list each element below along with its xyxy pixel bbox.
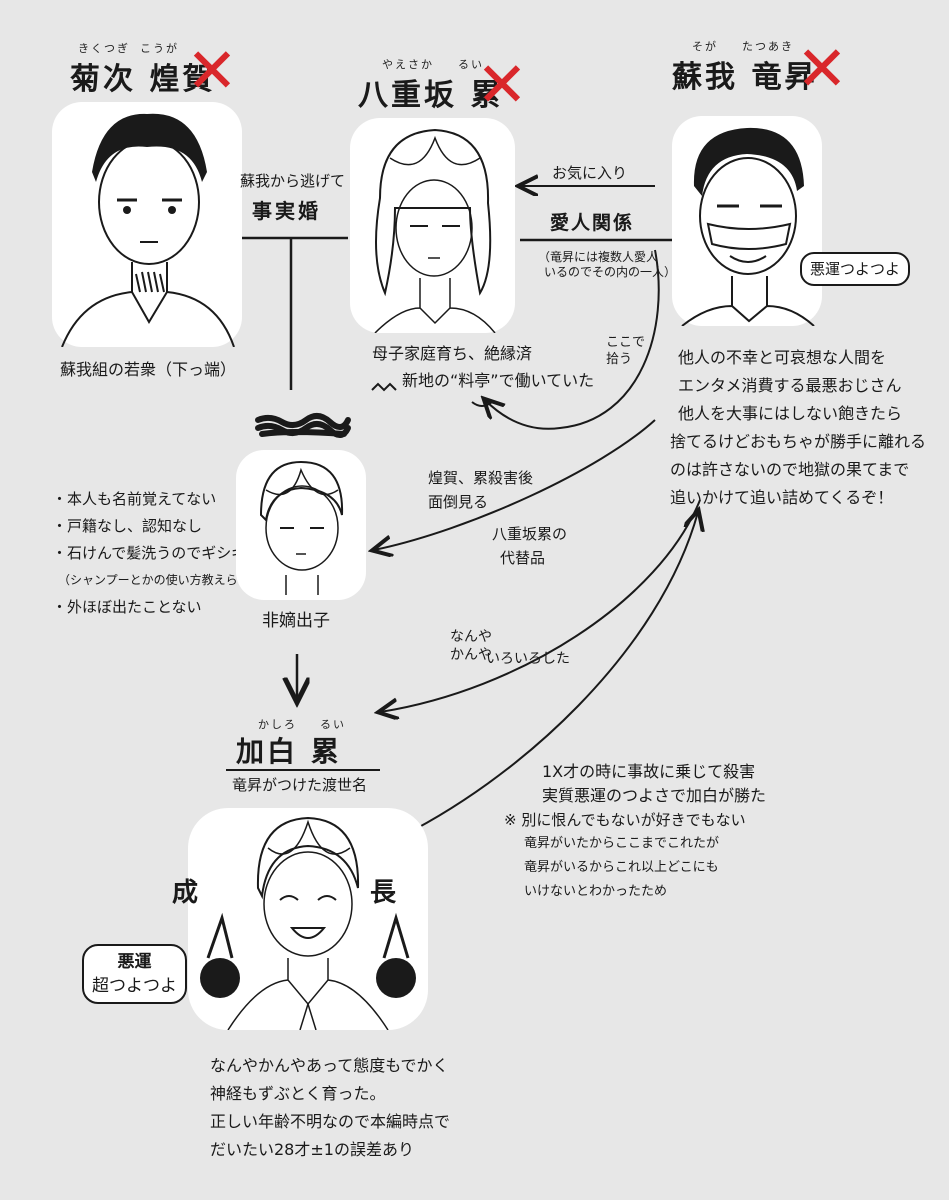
kikutsugi-ruby-given: こうが (140, 42, 179, 55)
kikutsugi-ruby-surname: きくつぎ (78, 42, 130, 55)
lover-note-line: いるのでその内の一人） (544, 265, 677, 279)
kikutsugi-name: 菊次 煌賀 (70, 62, 216, 97)
substitute-line: 代替品 (500, 549, 546, 567)
child-note: ・本人も名前覚えてない (52, 490, 217, 508)
murder-arrow (389, 512, 698, 843)
soga-description-line: 捨てるけどおもちゃが勝手に離れる (670, 432, 927, 451)
yaesaka-caption-line: 新地の“料亭”で働いていた (402, 371, 595, 390)
growth-right-label: 長 (370, 878, 400, 908)
growth-left-label: 成 (172, 878, 202, 908)
kashiro-ruby-surname: かしろ (258, 718, 297, 731)
pickup-arrow (485, 249, 660, 430)
murder-line: ※ 別に恨んでもないが好きでもない (504, 811, 746, 829)
various-arrow (380, 499, 701, 712)
kashiro-badge: 悪運 超つよつよ (82, 944, 187, 1004)
kashiro-bottom-line: なんやかんやあって態度もでかく (210, 1056, 449, 1075)
after-murder-line: 面倒見る (428, 493, 489, 511)
soga-ruby-surname: そが (692, 40, 718, 53)
kashiro-bottom-line: 正しい年齢不明なので本編時点で (210, 1112, 451, 1131)
yaesaka-portrait (350, 118, 515, 333)
pickup-label-line: ここで (606, 335, 646, 350)
yaesaka-name: 八重坂 累 (358, 78, 504, 113)
soga-cross-icon: ✕ (796, 32, 848, 105)
pickup-label: ここで 拾う (606, 334, 645, 368)
scribble-mark (255, 413, 351, 438)
various-line: なんや (450, 629, 492, 645)
kashiro-bottom-line: だいたい28才±1の誤差あり (210, 1140, 414, 1159)
various-line: いろいろした (486, 651, 570, 667)
various-label: なんや かんや いろいろした (450, 628, 570, 668)
various-line: かんや (450, 647, 492, 663)
child-portrait (236, 450, 366, 600)
child-caption: 非嫡出子 (262, 611, 330, 631)
kashiro-bottom-notes: なんやかんやあって態度もでかく 神経もずぶとく育った。 正しい年齢不明なので本編… (210, 1052, 450, 1164)
kashiro-bottom-line: 神経もずぶとく育った。 (210, 1084, 386, 1103)
kashiro-name: 加白 累 (236, 735, 342, 768)
yaesaka-ruby-given: るい (458, 58, 484, 71)
soga-ruby-given: たつあき (742, 40, 794, 53)
murder-line: 1X才の時に事故に乗じて殺害 (542, 762, 756, 781)
pickup-label-line: 拾う (606, 352, 633, 367)
soga-description-line: 他人の不幸と可哀想な人間を (678, 348, 887, 367)
murder-line: 実質悪運のつよさで加白が勝た (542, 786, 767, 805)
kikutsugi-cross-icon: ✕ (186, 34, 238, 107)
kashiro-ruby-given: るい (320, 718, 346, 731)
soga-description-line: 追いかけて追い詰めてくるぞ！ (670, 488, 894, 507)
soga-portrait (672, 116, 822, 326)
after-murder-label: 煌賀、累殺害後 面倒見る (428, 466, 533, 514)
yaesaka-caption: 母子家庭育ち、絶縁済 新地の“料亭”で働いていた (372, 340, 594, 394)
yaesaka-caption-line: 母子家庭育ち、絶縁済 (372, 344, 533, 363)
after-murder-arrow (374, 419, 656, 550)
lover-note-line: （竜昇には複数人愛人 (538, 250, 659, 264)
soga-badge: 悪運つよつよ (800, 252, 911, 286)
soga-description: 他人の不幸と可哀想な人間を エンタメ消費する最悪おじさん 他人を大事にはしない飽… (670, 344, 926, 512)
yaesaka-cross-icon: ✕ (476, 48, 528, 121)
substitute-line: 八重坂累の (492, 525, 568, 543)
kikutsugi-caption: 蘇我組の若衆（下っ端） (60, 360, 237, 379)
lover-label: 愛人関係 (550, 212, 635, 234)
kashiro-caption: 竜昇がつけた渡世名 (232, 776, 368, 794)
favorite-label: お気に入り (552, 164, 628, 182)
after-murder-line: 煌賀、累殺害後 (428, 469, 534, 487)
soga-description-line: のは許さないので地獄の果てまで (670, 460, 910, 479)
substitute-label: 八重坂累の 代替品 (492, 522, 567, 570)
murder-label: 1X才の時に事故に乗じて殺害 実質悪運のつよさで加白が勝た ※ 別に恨んでもない… (504, 760, 766, 904)
kikutsugi-portrait (52, 102, 242, 347)
soga-name: 蘇我 竜昇 (672, 60, 818, 95)
child-note: ・石けんで髪洗うのでギシギシ (52, 544, 262, 562)
lover-note: （竜昇には複数人愛人 いるのでその内の一人） (538, 250, 676, 280)
yaesaka-ruby-surname: やえさか (382, 58, 434, 71)
squiggle-mark (371, 382, 493, 407)
marriage-label: 事実婚 (252, 199, 321, 223)
marriage-pre-label: 蘇我から逃げて (240, 172, 346, 190)
kashiro-portrait (188, 808, 428, 1030)
soga-description-line: エンタメ消費する最悪おじさん (678, 376, 902, 395)
kashiro-badge-line: 超つよつよ (92, 976, 177, 996)
soga-description-line: 他人を大事にはしない飽きたら (678, 404, 903, 423)
murder-line: 竜昇がいたからここまでこれたが (524, 836, 720, 851)
murder-line: 竜昇がいるからこれ以上どこにも (524, 860, 719, 875)
child-note: ・外ほぼ出たことない (52, 598, 202, 616)
murder-line: いけないとわかったため (524, 884, 668, 899)
kashiro-badge-line: 悪運 (117, 952, 152, 972)
child-note: ・戸籍なし、認知なし (52, 517, 203, 535)
